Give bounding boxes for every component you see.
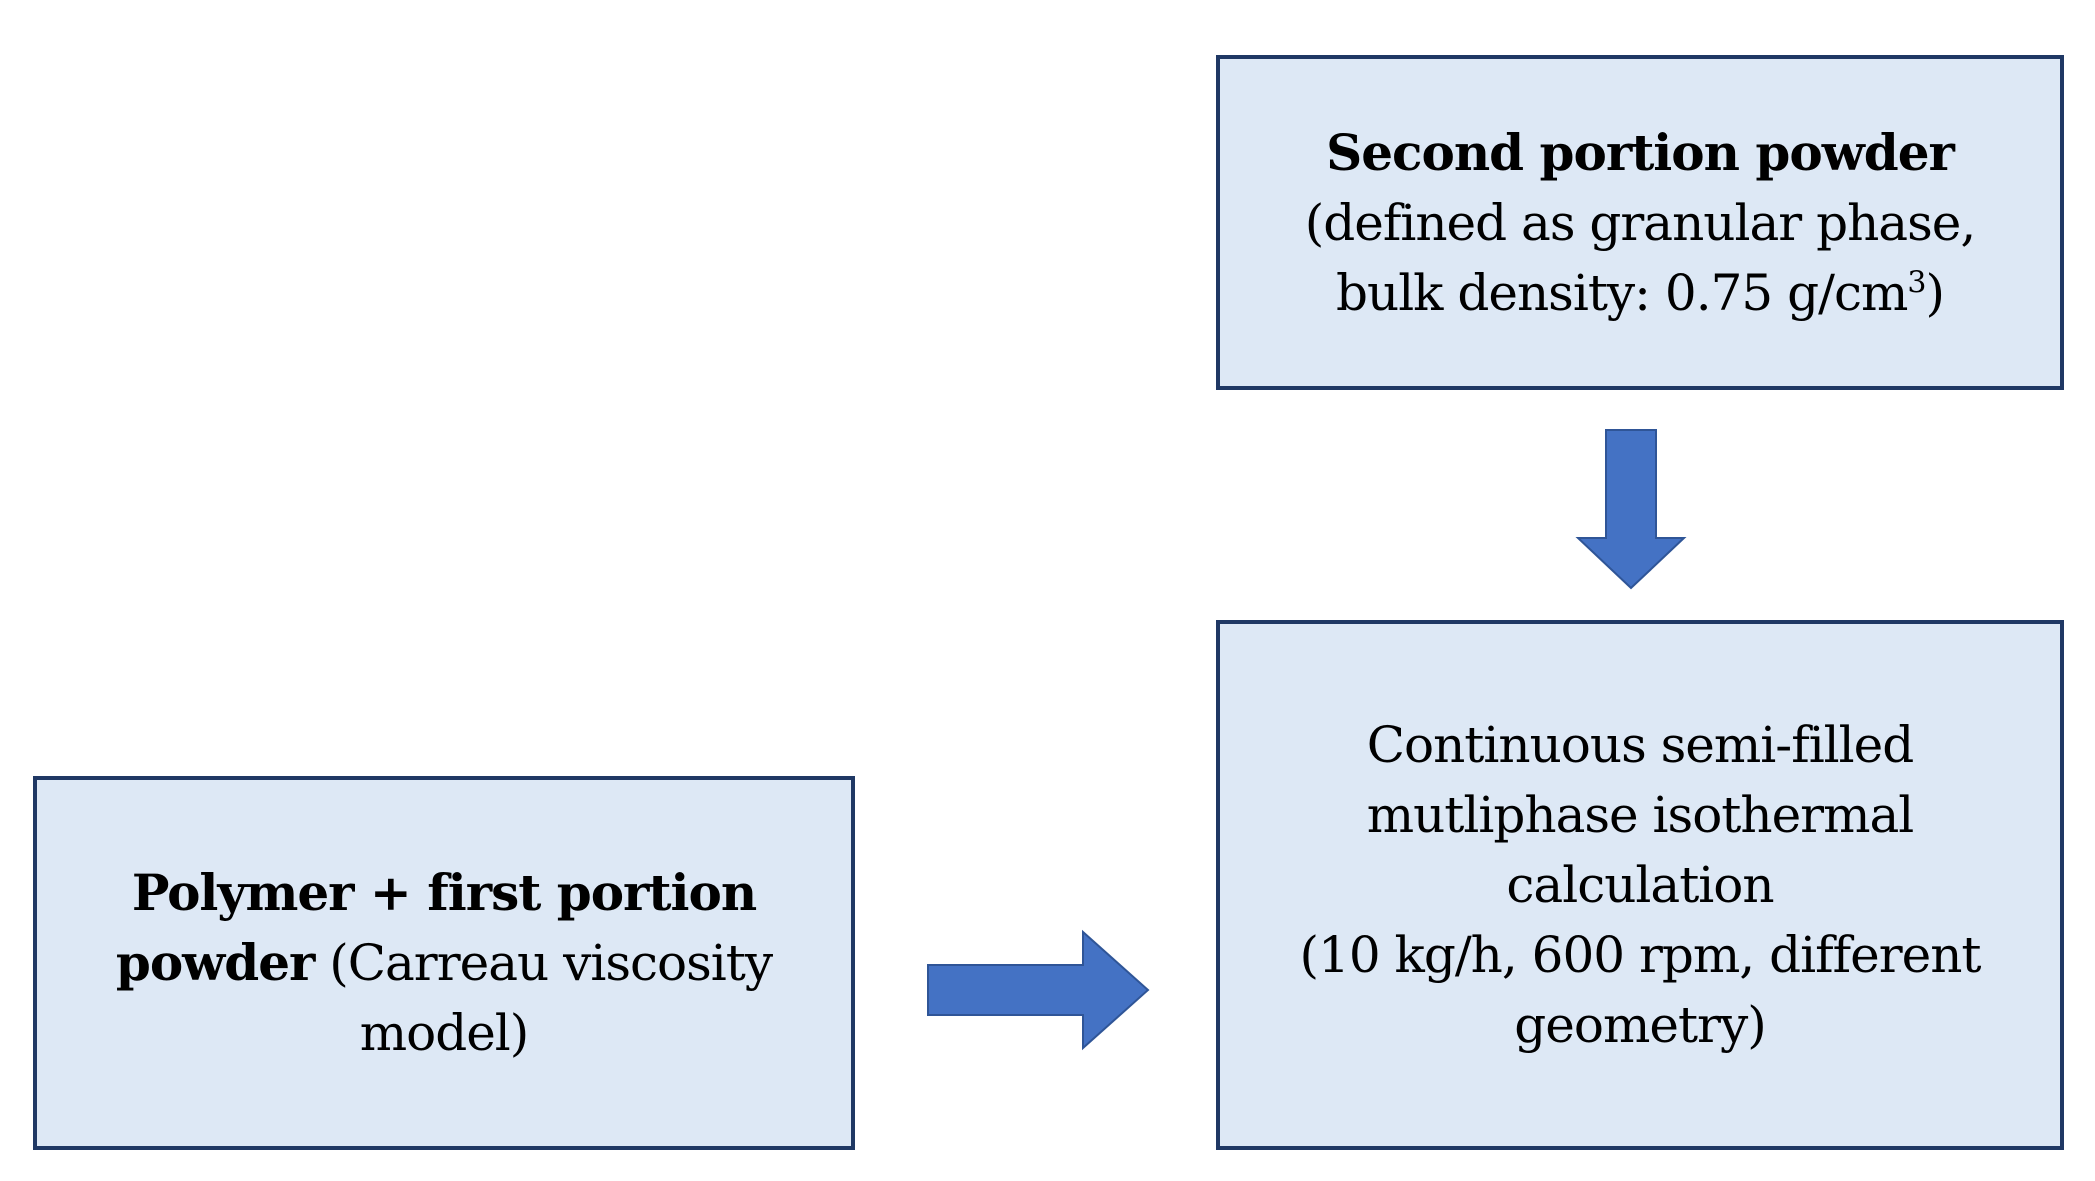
down-arrow xyxy=(1575,429,1687,590)
polymer-line3: model) xyxy=(359,1004,530,1062)
second-portion-box: Second portion powder (defined as granul… xyxy=(1216,55,2064,390)
second-portion-desc-line2: bulk density: 0.75 g/cm3) xyxy=(1335,263,1945,322)
right-arrow-shape xyxy=(927,929,1150,1051)
calc-line4: (10 kg/h, 600 rpm, different xyxy=(1299,926,1982,984)
polymer-box: Polymer + first portion powder (Carreau … xyxy=(33,776,855,1150)
calc-line5: geometry) xyxy=(1514,996,1766,1054)
second-portion-desc-line1: (defined as granular phase, xyxy=(1304,193,1977,252)
down-arrow-shape xyxy=(1575,429,1687,590)
polymer-line2: powder (Carreau viscosity xyxy=(115,933,773,992)
calc-line2: mutliphase isothermal xyxy=(1366,786,1915,844)
calculation-box: Continuous semi-filled mutliphase isothe… xyxy=(1216,620,2064,1150)
right-arrow xyxy=(927,929,1150,1051)
calc-line3: calculation xyxy=(1506,856,1774,914)
second-portion-title: Second portion powder xyxy=(1326,122,1955,182)
polymer-title-line1: Polymer + first portion xyxy=(131,863,757,922)
calc-line1: Continuous semi-filled xyxy=(1366,716,1915,774)
